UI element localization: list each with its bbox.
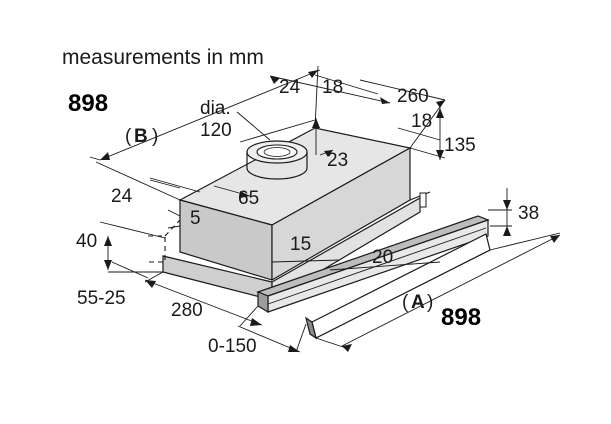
dim-135: 135 bbox=[444, 135, 476, 156]
pull-out-panel bbox=[256, 215, 491, 340]
drawing-title: measurements in mm bbox=[62, 46, 264, 69]
exhaust-spigot bbox=[246, 140, 308, 180]
dim-120: 120 bbox=[200, 120, 232, 141]
side-a-label: A bbox=[411, 292, 425, 313]
dim-55-25: 55-25 bbox=[77, 288, 126, 309]
side-b-label-close: ) bbox=[152, 126, 158, 147]
spigot-inner-ring bbox=[256, 144, 298, 160]
dim-18-right: 18 bbox=[411, 111, 432, 132]
dim-24-top: 24 bbox=[279, 77, 301, 98]
dim-40: 40 bbox=[76, 231, 97, 252]
dim-65: 65 bbox=[238, 188, 259, 209]
dim-38: 38 bbox=[518, 203, 539, 224]
side-a-label-close: ) bbox=[427, 292, 433, 313]
dim-18-top: 18 bbox=[322, 77, 343, 98]
dim-20: 20 bbox=[372, 247, 393, 268]
dim-280: 280 bbox=[171, 300, 203, 321]
dim-260: 260 bbox=[397, 86, 429, 107]
width-label-a: 898 bbox=[441, 304, 481, 331]
side-a-label-open: ( bbox=[402, 292, 409, 313]
dim-23: 23 bbox=[327, 150, 348, 171]
dim-0-150: 0-150 bbox=[208, 336, 257, 357]
dim-dia-label: dia. bbox=[200, 98, 231, 119]
dim-24-left: 24 bbox=[111, 186, 133, 207]
width-label-b: 898 bbox=[68, 90, 108, 117]
hood-body bbox=[162, 127, 491, 340]
dim-15: 15 bbox=[290, 234, 311, 255]
dim-5: 5 bbox=[190, 208, 201, 229]
dimension-lines bbox=[89, 65, 561, 353]
side-b-label: B bbox=[134, 126, 148, 147]
wall-bracket-outline bbox=[148, 219, 181, 263]
side-b-label-open: ( bbox=[125, 126, 132, 147]
